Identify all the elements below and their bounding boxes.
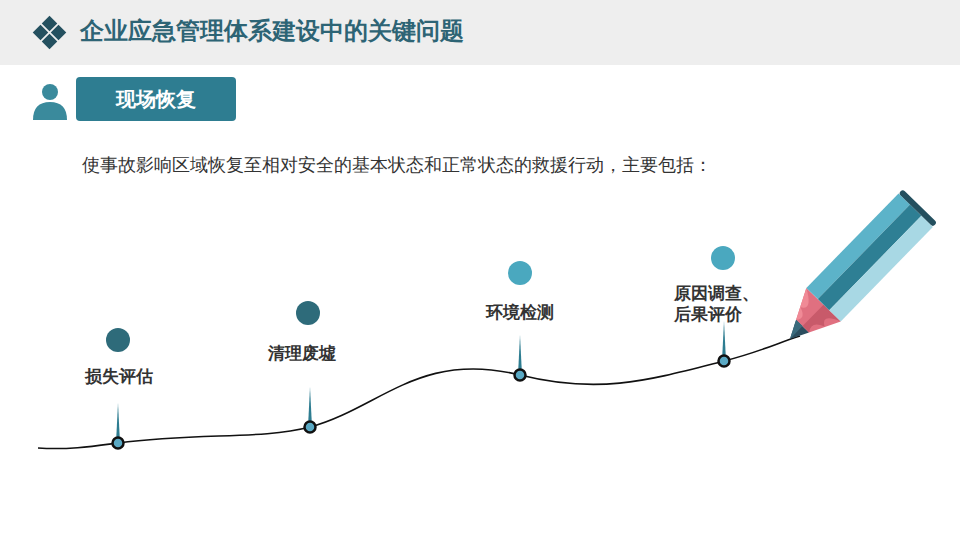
timeline-dots <box>113 356 730 449</box>
step-label: 损失评估 <box>85 365 153 388</box>
person-icon <box>33 84 67 120</box>
step-label: 清理废墟 <box>268 342 336 365</box>
marker-circles <box>106 246 735 352</box>
timeline-curve <box>38 336 800 449</box>
step-label: 原因调查、 后果评价 <box>674 283 762 326</box>
pencil <box>773 189 937 356</box>
title-band <box>0 0 960 65</box>
tab-label: 现场恢复 <box>116 86 196 113</box>
diamond-icon <box>33 16 67 50</box>
step-label: 环境检测 <box>486 301 554 324</box>
spikes <box>116 321 726 443</box>
intro-text: 使事故影响区域恢复至相对安全的基本状态和正常状态的救援行动，主要包括： <box>82 153 712 177</box>
slide-title: 企业应急管理体系建设中的关键问题 <box>80 15 464 47</box>
section-tab: 现场恢复 <box>76 77 236 121</box>
